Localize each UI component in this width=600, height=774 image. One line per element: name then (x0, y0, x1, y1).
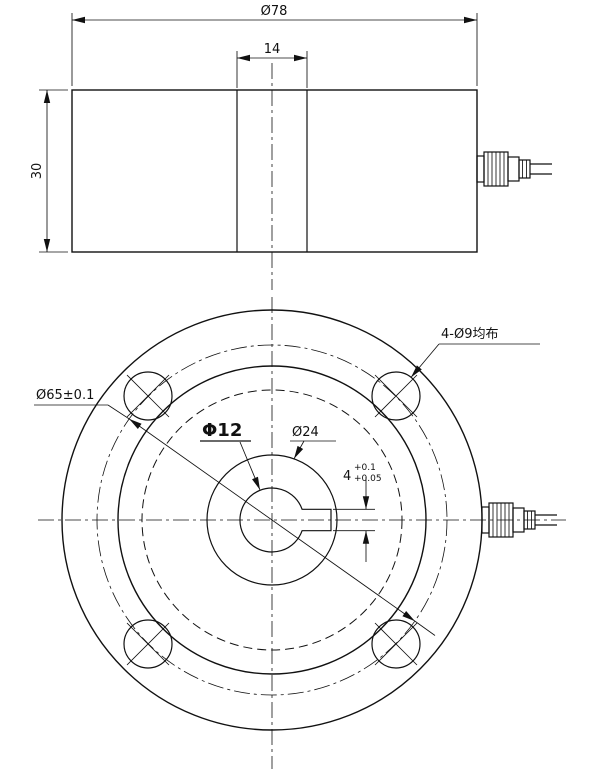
bolt-hole-center-mark (374, 622, 418, 666)
dim-outer-diameter: Ø78 (71, 4, 478, 86)
bolt-hole-top-right (371, 371, 421, 421)
dim-keyway: 4 +0.1 +0.05 (333, 463, 382, 562)
label-outer-diameter: Ø78 (261, 4, 288, 19)
dimension-line-tail (414, 620, 436, 636)
dim-bore-width: 14 (236, 42, 308, 88)
bolt-hole-top-left (123, 371, 173, 421)
label-center-hole: Φ12 (202, 420, 242, 441)
label-bolt-circle: Ø65±0.1 (36, 388, 94, 403)
flange-inner-circle (117, 365, 427, 675)
cable-connector-side (476, 151, 553, 187)
bolt-hole-center-mark (126, 622, 170, 666)
label-bore-width: 14 (264, 42, 281, 57)
plan-view: Ø65±0.1 Φ12 Ø24 4-Ø9均布 (34, 297, 566, 769)
dimension-line-tail (107, 404, 130, 420)
leader-line (410, 343, 440, 378)
label-bolt-holes: 4-Ø9均布 (441, 327, 498, 342)
dim-bolt-circle: Ø65±0.1 (34, 388, 436, 636)
leader-line (239, 441, 261, 491)
label-keyway-tol-upper: +0.1 (354, 463, 376, 473)
label-keyway-tol-lower: +0.05 (354, 474, 382, 484)
side-view: Ø78 14 30 (30, 4, 553, 290)
bolt-hole-bottom-left (123, 619, 173, 669)
label-keyway-width: 4 (343, 469, 351, 484)
label-height: 30 (30, 163, 45, 180)
dimension-line (128, 418, 416, 622)
bolt-circle-centerline (96, 344, 448, 696)
label-boss: Ø24 (292, 425, 319, 440)
bolt-hole-bottom-right (371, 619, 421, 669)
dim-boss: Ø24 (290, 425, 336, 460)
leader-line (293, 440, 305, 460)
bolt-hole-center-mark (374, 374, 418, 418)
dim-bolt-holes: 4-Ø9均布 (410, 327, 540, 378)
bolt-hole-center-mark (126, 374, 170, 418)
body-outline (71, 89, 478, 253)
dim-height: 30 (30, 89, 68, 253)
dim-center-hole: Φ12 (200, 420, 261, 491)
